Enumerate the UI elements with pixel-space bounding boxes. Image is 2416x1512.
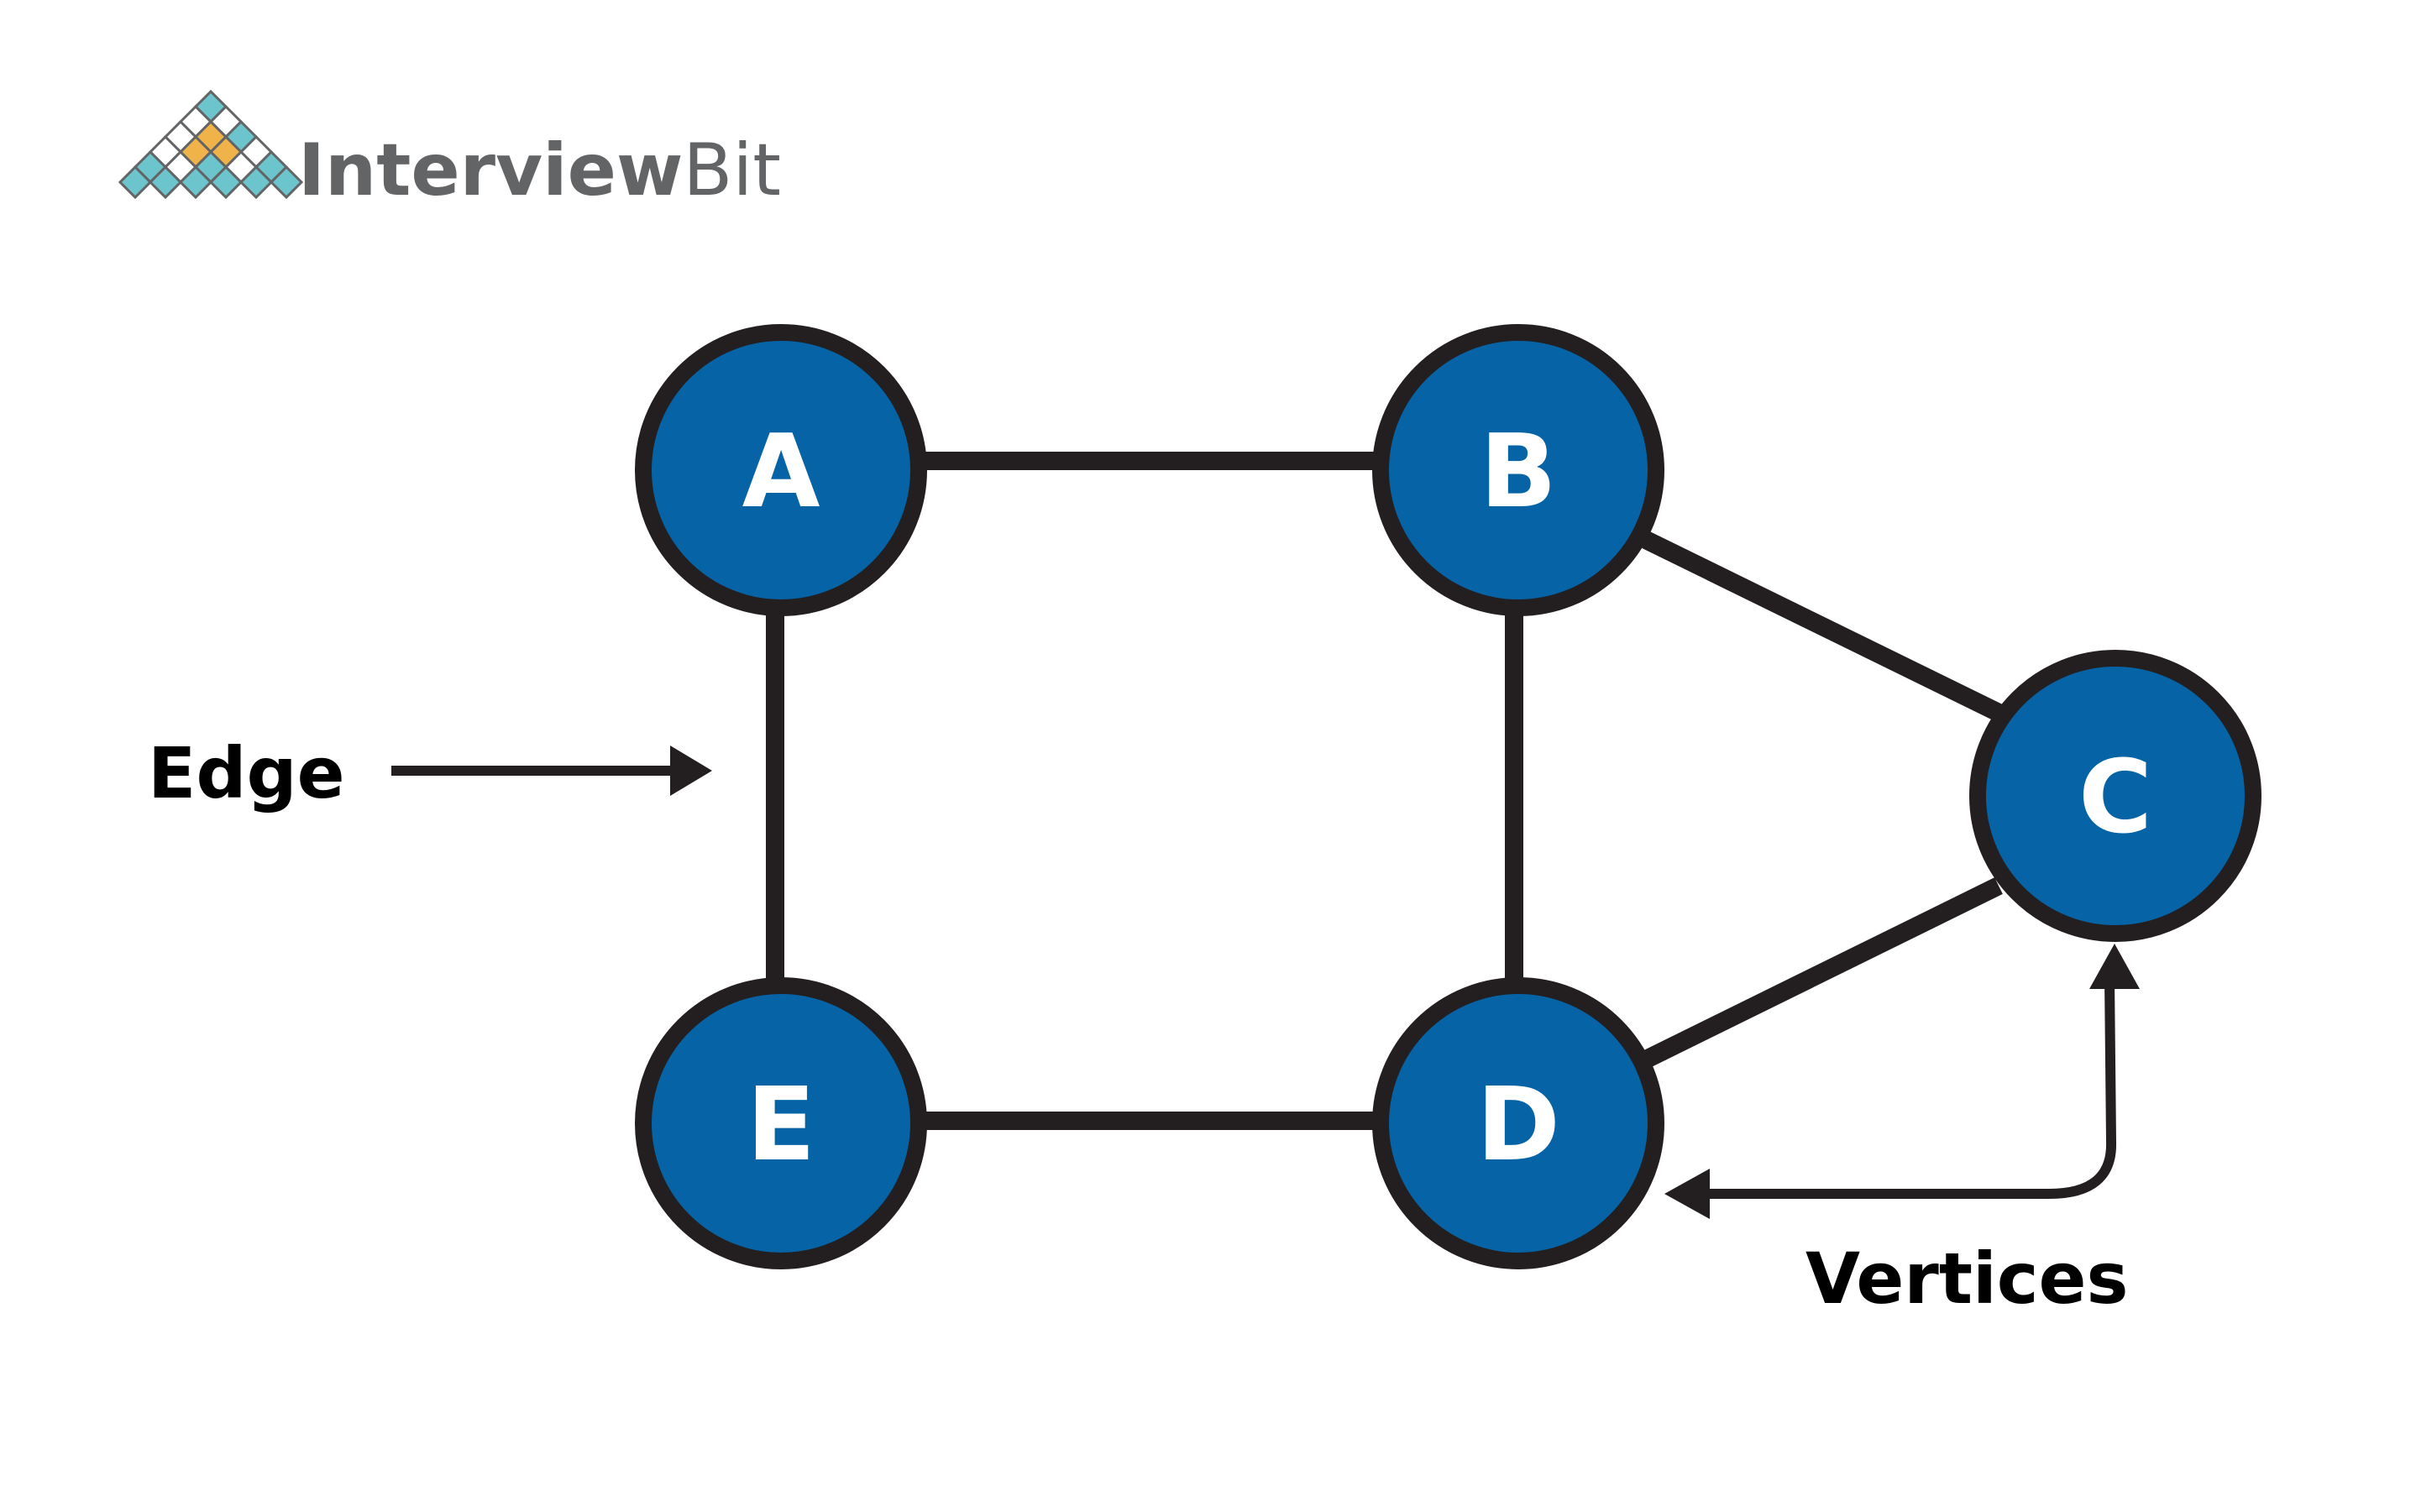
edge-b-c [1642,531,2003,721]
vertices-annotation-label: Vertices [1805,1237,2129,1320]
logo-tile [208,165,244,200]
logo-tile [148,165,183,200]
node-label-e: E [747,1067,815,1184]
node-label-c: C [2078,740,2152,856]
logo-tile [269,165,304,200]
edge-annotation-label: Edge [148,732,345,814]
node-d: D [1372,977,1664,1269]
node-a: A [635,324,927,616]
graph-nodes: A B C D E [635,324,2261,1269]
logo-text-suffix: Bit [683,128,781,212]
edge-annotation-arrowhead-icon [670,746,712,796]
logo-tile [178,165,213,200]
vertices-annotation-arrowhead-up-icon [2089,944,2140,989]
node-label-d: D [1476,1067,1560,1184]
vertices-annotation-arrowhead-left-icon [1664,1169,1710,1219]
logo-tile [238,165,274,200]
logo-diamond-icon [118,89,304,200]
vertices-annotation: Vertices [1664,944,2140,1320]
logo-tile [118,165,153,200]
node-label-a: A [742,414,820,531]
logo-text: InterviewBit [298,128,781,212]
node-c: C [1969,650,2261,942]
edge-c-d [1642,877,2003,1068]
interviewbit-logo: InterviewBit [118,89,781,212]
vertices-annotation-connector [1703,978,2117,1199]
node-b: B [1372,324,1664,616]
logo-text-main: Interview [298,128,683,212]
node-e: E [635,977,927,1269]
edge-annotation: Edge [148,732,712,814]
graph-edges [766,452,2003,1130]
node-label-b: B [1480,414,1556,531]
